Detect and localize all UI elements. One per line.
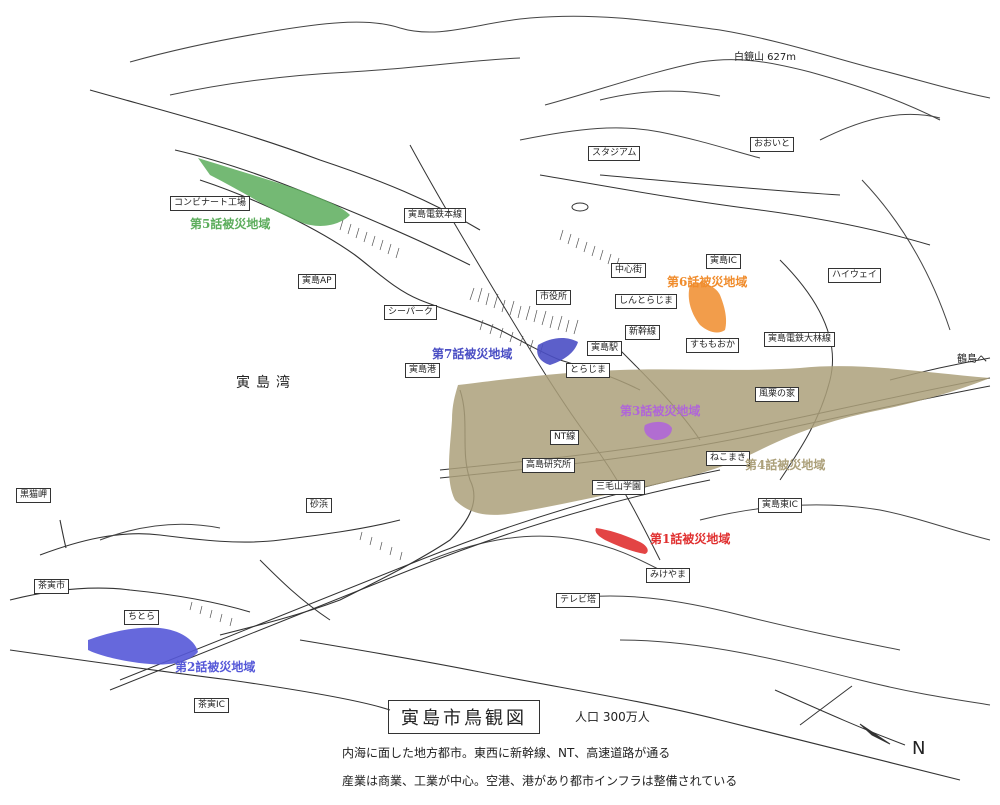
- label-chuogai: 中心街: [611, 263, 647, 278]
- label-port: 寅島港: [405, 363, 441, 378]
- label-nekomaki: ねこまき: [706, 451, 751, 466]
- damage-zone-2-area: [88, 627, 198, 665]
- zone-5-label: 第5話被災地域: [190, 217, 271, 231]
- description-line-2: 産業は商業、工業が中心。空港、港があり都市インフラは整備されている: [342, 774, 738, 788]
- description-line-1: 内海に面した地方都市。東西に新幹線、NT、高速道路が通る: [342, 746, 671, 760]
- damage-zone-7-area: [537, 338, 578, 365]
- population-label: 人口 300万人: [575, 710, 650, 724]
- zone-1-label: 第1話被災地域: [650, 532, 731, 546]
- label-torajima-station: 寅島駅: [587, 341, 623, 356]
- label-tsurushima: 鶴島へ: [957, 354, 987, 365]
- southern-hills: [99, 504, 991, 706]
- label-kenkyu: 高島研究所: [522, 458, 576, 473]
- label-mikeyama: みけやま: [646, 568, 691, 583]
- label-shintorajima: しんとらじま: [615, 294, 678, 309]
- zone-6-label: 第6話被災地域: [667, 275, 748, 289]
- label-airport: 寅島AP: [298, 274, 336, 289]
- label-fuuri-house: 風栗の家: [755, 387, 800, 402]
- label-kombinat: コンビナート工場: [170, 196, 251, 211]
- label-chatora-ic: 茶寅IC: [194, 698, 229, 713]
- label-oaito: おおいと: [750, 137, 795, 152]
- label-highway: ハイウェイ: [828, 268, 881, 283]
- label-chatora: 茶寅市: [34, 579, 70, 594]
- label-chitora: ちとら: [124, 610, 160, 625]
- label-sunahama: 砂浜: [306, 498, 333, 513]
- mountain-ridges: [129, 15, 991, 331]
- north-arrow: [774, 685, 906, 746]
- label-honsen: 寅島電鉄本線: [404, 208, 467, 223]
- label-nt-line: NT線: [550, 430, 580, 445]
- mountain-label: 白鏡山 627m: [734, 52, 797, 63]
- label-ohbayashi-line: 寅島電鉄大林線: [764, 332, 836, 347]
- label-torajima-ic: 寅島IC: [706, 254, 741, 269]
- damage-zone-1-area: [595, 528, 648, 554]
- zone-2-label: 第2話被災地域: [175, 660, 256, 674]
- map-title: 寅島市鳥観図: [388, 700, 540, 734]
- label-sumomoka: すももおか: [686, 338, 740, 353]
- north-label: N: [912, 738, 926, 759]
- zone-4-label: 第4話被災地域: [745, 458, 826, 472]
- label-shinkansen: 新幹線: [625, 325, 661, 340]
- label-kurotora: 黒猫岬: [16, 488, 52, 503]
- damage-zone-5-area: [198, 158, 350, 226]
- label-seaport: シーパーク: [384, 305, 437, 320]
- label-torajima-east-ic: 寅島東IC: [758, 498, 802, 513]
- damage-zone-3-area: [644, 421, 672, 440]
- label-stadium: スタジアム: [588, 146, 641, 161]
- zone-3-label: 第3話被災地域: [620, 404, 701, 418]
- label-sanmozan: 三毛山学園: [592, 480, 646, 495]
- damage-zone-4-area: [448, 366, 990, 515]
- label-tv-tower: テレビ塔: [556, 593, 601, 608]
- city-hatching: [189, 219, 620, 627]
- damage-zone-6-area: [688, 283, 727, 333]
- label-torajima: とらじま: [566, 363, 611, 378]
- label-yakusho: 市役所: [536, 290, 572, 305]
- zone-7-label: 第7話被災地域: [432, 347, 513, 361]
- stadium-shape: [571, 202, 589, 212]
- bay-label: 寅島湾: [236, 375, 296, 391]
